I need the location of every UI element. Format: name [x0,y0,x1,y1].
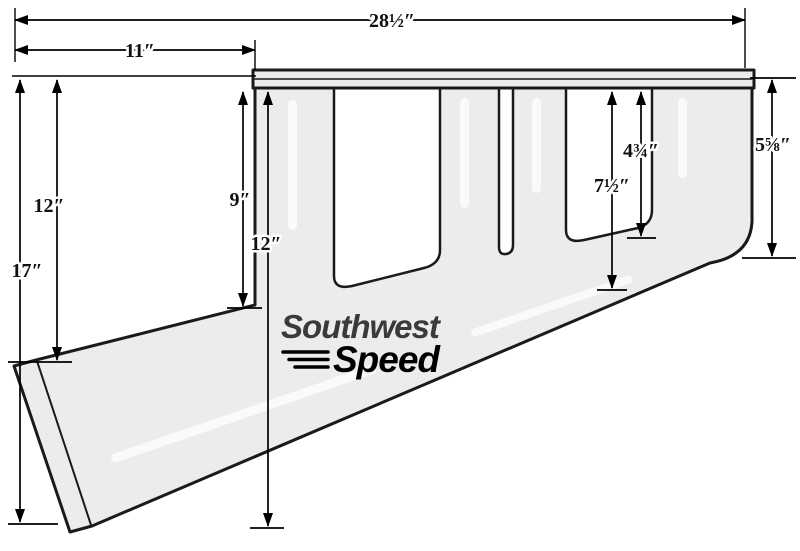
dim-label-overall-length: 28½″ [369,10,415,32]
dimension-flange-offset: 11″ [14,38,256,70]
dim-label-right-end-height: 5⅝″ [755,134,791,156]
speed-lines-icon [281,350,330,369]
highlight-streak [471,275,633,337]
highlight-streak [288,100,297,230]
port-opening-1 [332,86,442,289]
dim-label-left-total-height: 17″ [11,260,42,282]
logo-text-southwest: Southwest [281,308,442,345]
dimension-port-depth: 4¾″ [620,91,662,239]
logo-southwest-speed: Southwest Speed [281,308,443,380]
dim-label-center-depth: 12″ [250,233,281,255]
dimension-front-tube-depth: 9″ [227,91,262,309]
highlight-streak [532,98,541,193]
dim-label-front-tube-depth: 9″ [229,189,250,211]
dim-label-left-upper-height: 12″ [33,195,64,217]
port-opening-3 [564,86,654,243]
dim-label-flange-offset: 11″ [125,40,155,62]
dim-label-merge-depth: 7½″ [594,175,630,197]
port-opening-2 [497,86,515,256]
highlight-streak [460,98,469,208]
highlight-streak [111,365,377,463]
dimension-left-upper-height: 12″ [8,79,72,363]
collector-flange-seam [36,360,92,526]
header-drawing [12,68,756,534]
dimension-overall-length: 28½″ [14,8,746,68]
dimension-right-end-height: 5⅝″ [742,77,796,259]
logo-text-speed: Speed [333,339,441,380]
dimension-merge-depth: 7½″ [591,91,633,291]
dim-label-port-depth: 4¾″ [623,140,659,162]
dimension-center-depth: 12″ [248,91,284,529]
dimension-left-total-height: 17″ [8,79,58,525]
highlight-streak [678,98,687,178]
